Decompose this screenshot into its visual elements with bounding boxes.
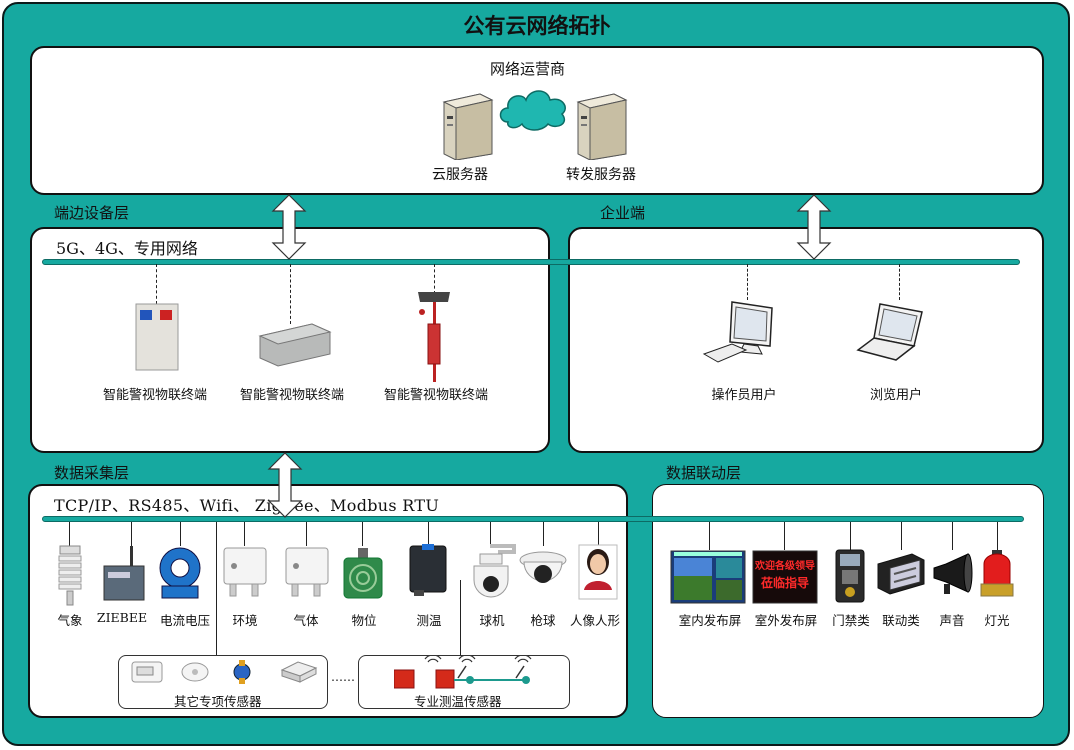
- sensor-link-face: [598, 522, 599, 546]
- sensor-link-power: [180, 522, 181, 546]
- sensor-label-dome: 球机: [479, 613, 505, 628]
- linkage-label-access: 门禁类: [832, 613, 870, 628]
- sensor-label-env: 环境: [232, 613, 258, 628]
- operator-user-link: [747, 264, 748, 300]
- sensor-label-face: 人像人形: [569, 613, 621, 628]
- browse-user-link: [899, 264, 900, 300]
- weather-station-icon: [58, 545, 82, 606]
- edge-collect-double-arrow: [267, 452, 303, 518]
- led-line-1: 欢迎各级领导: [754, 559, 815, 572]
- temp-sensors-group: [358, 655, 570, 709]
- linkage-label-indoor: 室内发布屏: [678, 613, 742, 628]
- diagram-title: 公有云网络拓扑: [463, 13, 611, 38]
- sensor-label-weather: 气象: [57, 613, 83, 628]
- linkage-link-light: [997, 522, 998, 550]
- linkage-link-access: [850, 522, 851, 550]
- linkage-label-outdoor: 室外发布屏: [754, 613, 818, 628]
- temperature-module-icon: [409, 544, 447, 596]
- relay-server-label: 转发服务器: [566, 167, 636, 183]
- cloud-server-label: 云服务器: [432, 167, 488, 183]
- operator-user-label: 操作员用户: [711, 388, 777, 403]
- edge-network-label: 5G、4G、专用网络: [56, 239, 198, 258]
- sensor-label-temp: 测温: [416, 613, 442, 628]
- desktop-computer-icon: [702, 301, 773, 363]
- cloud-server-icon: [442, 93, 494, 160]
- sensor-link-zigbee: [131, 522, 132, 546]
- sensor-label-power: 电流电压: [159, 613, 211, 628]
- edge-device-3-icon: [418, 292, 450, 382]
- cloud-icon: [499, 90, 566, 131]
- operator-enterprise-double-arrow: [796, 194, 832, 260]
- outdoor-screen-icon: 欢迎各级领导 莅临指导: [752, 550, 818, 604]
- strobe-device-icon: [877, 553, 925, 595]
- bullet-dome-camera-icon: [519, 551, 567, 583]
- linkage-link-sound: [952, 522, 953, 550]
- edge-device-1-label: 智能警视物联终端: [102, 388, 208, 403]
- sensor-link-dome: [490, 522, 491, 546]
- sensor-link-gas: [306, 522, 307, 546]
- collect-protocols-label: TCP/IP、RS485、Wifi、 ZigBee、Modbus RTU: [54, 496, 440, 515]
- temp-sensors-link: [460, 580, 461, 656]
- edge-layer-header: 端边设备层: [54, 204, 130, 222]
- sensor-link-level: [362, 522, 363, 546]
- edge-device-3-link: [434, 264, 435, 294]
- edge-device-2-link: [290, 264, 291, 324]
- group-ellipsis: ……: [331, 670, 355, 684]
- other-sensors-link: [216, 522, 217, 656]
- sensor-link-weather: [69, 522, 70, 546]
- dome-camera-icon: [473, 544, 516, 598]
- access-control-icon: [835, 549, 865, 603]
- other-sensors-label: 其它专项传感器: [174, 694, 262, 709]
- other-sensor-1-icon: [131, 661, 163, 683]
- sensor-link-env: [244, 522, 245, 546]
- other-sensor-4-icon: [280, 661, 318, 683]
- linkage-link-outdoor: [784, 522, 785, 550]
- sensor-label-bullet: 枪球: [530, 613, 556, 628]
- sensor-label-zigbee: ZIEBEE: [96, 610, 148, 625]
- siren-speaker-icon: [933, 553, 973, 594]
- indoor-screen-icon: [670, 550, 746, 604]
- laptop-icon: [856, 303, 923, 361]
- temp-sensors-label: 专业测温传感器: [414, 694, 502, 709]
- browse-user-label: 浏览用户: [869, 388, 923, 403]
- current-transformer-icon: [159, 547, 201, 599]
- sensor-link-bullet: [543, 522, 544, 546]
- sensor-label-level: 物位: [351, 613, 377, 628]
- level-sensor-icon: [343, 548, 383, 599]
- face-recognition-icon: [578, 544, 618, 600]
- linkage-label-sound: 声音: [939, 613, 965, 628]
- linkage-label-linkage: 联动类: [882, 613, 920, 628]
- relay-server-icon: [576, 93, 628, 160]
- other-sensor-3-icon: [233, 660, 251, 684]
- environment-sensor-icon: [223, 547, 267, 597]
- collect-layer-header: 数据采集层: [54, 464, 130, 482]
- operator-edge-double-arrow: [271, 194, 307, 260]
- linkage-link-linkage: [901, 522, 902, 550]
- operator-label: 网络运营商: [490, 60, 566, 78]
- linkage-layer-header: 数据联动层: [666, 464, 742, 482]
- temp-sensor-chain-icon: [394, 656, 532, 689]
- sensor-link-temp: [428, 522, 429, 546]
- gas-sensor-icon: [285, 547, 329, 597]
- edge-device-2-icon: [258, 323, 332, 367]
- edge-device-3-label: 智能警视物联终端: [383, 388, 489, 403]
- sensor-label-gas: 气体: [293, 613, 319, 628]
- led-line-2: 莅临指导: [761, 575, 809, 590]
- linkage-link-indoor: [709, 522, 710, 550]
- warning-light-icon: [980, 550, 1014, 597]
- linkage-label-light: 灯光: [984, 613, 1010, 628]
- zigbee-node-icon: [103, 546, 145, 601]
- edge-device-1-icon: [135, 303, 179, 371]
- edge-device-1-link: [156, 264, 157, 304]
- enterprise-header: 企业端: [600, 204, 646, 222]
- top-network-bus: [42, 259, 1020, 265]
- edge-device-2-label: 智能警视物联终端: [239, 388, 345, 403]
- other-sensor-2-icon: [181, 662, 209, 682]
- bottom-data-bus: [42, 516, 1024, 522]
